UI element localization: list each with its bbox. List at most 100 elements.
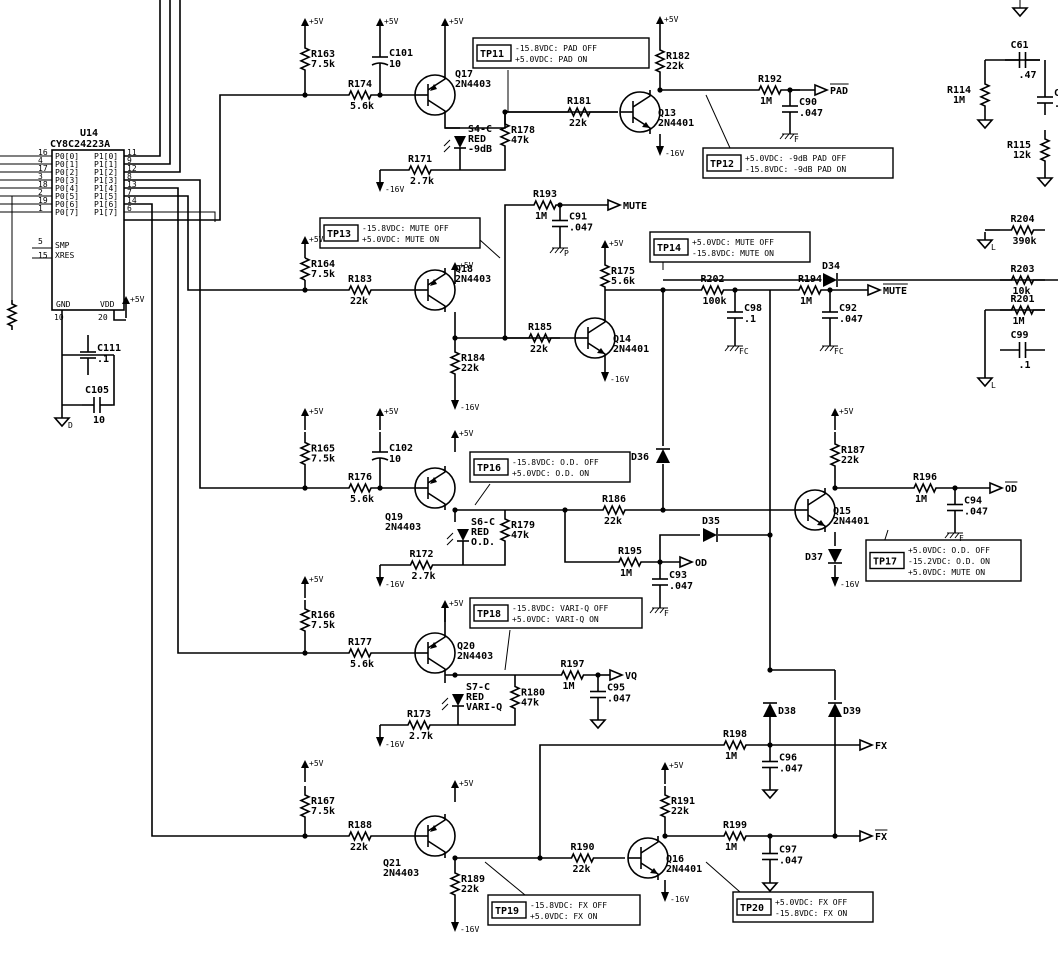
- transistor-q21: [414, 815, 456, 857]
- supply-label: -16V: [385, 580, 404, 589]
- wire: [460, 158, 506, 171]
- resistor-r175: [599, 262, 611, 290]
- testpoint-tag: [491, 901, 527, 919]
- signal-fx-bar: FX: [875, 832, 887, 843]
- ic-pin-name: P0[0]: [55, 152, 79, 161]
- supply-label: -16V: [385, 740, 404, 749]
- resistor-value: 1M: [563, 681, 575, 692]
- wire: [124, 94, 305, 221]
- resistor-value: 390k: [1013, 236, 1037, 247]
- capacitor-value: .047: [839, 314, 863, 325]
- wire: [504, 629, 511, 671]
- signal-od: OD: [695, 558, 707, 569]
- resistor-value: 7.5k: [311, 806, 335, 817]
- wire: [124, 211, 216, 222]
- resistor-value: 2.7k: [412, 571, 436, 582]
- signal-pad: PAD: [830, 86, 848, 97]
- resistor-ref: R163: [311, 49, 335, 60]
- wire: [112, 355, 115, 406]
- resistor-ref: R175: [611, 266, 635, 277]
- testpoint-note: -15.8VDC: FX ON: [775, 909, 847, 918]
- supply-arrow-icon: [451, 780, 459, 788]
- led-color: RED: [471, 527, 489, 538]
- resistor-value: 5.6k: [350, 659, 374, 670]
- supply-label: +5V: [309, 17, 324, 26]
- chassis-ground-icon: [819, 345, 838, 352]
- supply-label: +5V: [459, 779, 474, 788]
- ic-pin-name: P1[0]: [94, 152, 118, 161]
- ic-pin-name: P0[7]: [55, 208, 79, 217]
- transistor-ref: Q19: [385, 512, 403, 523]
- chassis-ground-icon: [649, 607, 668, 614]
- resistor-r167: [299, 786, 311, 826]
- emitter-arrow-icon: [430, 84, 437, 91]
- capacitor-ref: C91: [569, 212, 587, 223]
- supply-arrow-icon: [122, 296, 130, 304]
- capacitor-ref: C98: [744, 303, 762, 314]
- resistor-ref: R194: [798, 274, 822, 285]
- wire: [124, 179, 305, 489]
- supply-arrow-icon: [376, 18, 384, 26]
- supply-label: +5V: [449, 599, 464, 608]
- resistor-r177: [305, 647, 415, 659]
- resistor-value: 5.6k: [350, 494, 374, 505]
- capacitor-ref: C95: [607, 683, 625, 694]
- resistor-value: 1M: [620, 568, 632, 579]
- resistor-ref: R167: [311, 796, 335, 807]
- resistor-r190: [540, 852, 625, 864]
- ic-ref: U14: [80, 128, 98, 139]
- resistor-r191: [659, 786, 671, 826]
- capacitor-ref: C111: [97, 343, 121, 354]
- supply-arrow-icon: [451, 922, 459, 932]
- resistor-r164: [299, 257, 311, 281]
- supply-label: -16V: [665, 149, 684, 158]
- chassis-ground-icon: [549, 247, 568, 254]
- capacitor-ref: C97: [779, 845, 797, 856]
- ground-icon: [976, 377, 994, 388]
- resistor-r188: [305, 830, 415, 842]
- resistor-r180: [509, 675, 521, 720]
- resistor-value: 47k: [511, 135, 529, 146]
- resistor-value: 7.5k: [311, 269, 335, 280]
- ic-part: CY8C24223A: [50, 139, 110, 150]
- resistor-r114: [6, 300, 18, 330]
- resistor-value: 1M: [1013, 316, 1025, 327]
- led-icon: [457, 529, 469, 541]
- resistor-ref: R115: [1007, 140, 1031, 151]
- resistor-r196: [900, 482, 950, 494]
- resistor-r195: [600, 556, 660, 568]
- supply-arrow-icon: [601, 240, 609, 248]
- resistor-ref: R199: [723, 820, 747, 831]
- emitter-arrow-icon: [430, 279, 437, 286]
- capacitor-value: .047: [607, 694, 631, 705]
- resistor-ref: R164: [311, 259, 335, 270]
- resistor-r187: [829, 432, 841, 478]
- testpoint-id: TP20: [740, 903, 764, 914]
- led-ref: S4-C: [468, 124, 492, 135]
- capacitor-ref: C62: [1054, 88, 1058, 99]
- resistor-ref: R183: [348, 274, 372, 285]
- ic-pin-num: 10: [54, 313, 64, 322]
- resistor-ref: R184: [461, 353, 485, 364]
- capacitor-c101-plate2: [371, 62, 389, 66]
- wire: [124, 187, 305, 654]
- capacitor-value: .1: [744, 314, 756, 325]
- resistor-ref: R165: [311, 444, 335, 455]
- emitter-arrow-icon: [597, 348, 605, 354]
- ic-pin-name: XRES: [55, 251, 74, 260]
- diode-ref: D36: [631, 452, 649, 463]
- ic-pin-num: 5: [38, 237, 43, 246]
- resistor-ref: R201: [1011, 294, 1035, 305]
- resistor-r165: [299, 432, 311, 475]
- capacitor-ref: C90: [799, 97, 817, 108]
- led-ref: S6-C: [471, 517, 495, 528]
- wire: [474, 483, 491, 506]
- supply-arrow-icon: [301, 576, 309, 584]
- chassis-ground-icon: [944, 532, 963, 539]
- resistor-ref: R204: [1011, 214, 1035, 225]
- capacitor-value: .1: [97, 354, 109, 365]
- resistor-r114: [979, 78, 991, 112]
- ic-pin-name: P1[5]: [94, 192, 118, 201]
- capacitor-ref: C101: [389, 48, 413, 59]
- resistor-ref: R198: [723, 729, 747, 740]
